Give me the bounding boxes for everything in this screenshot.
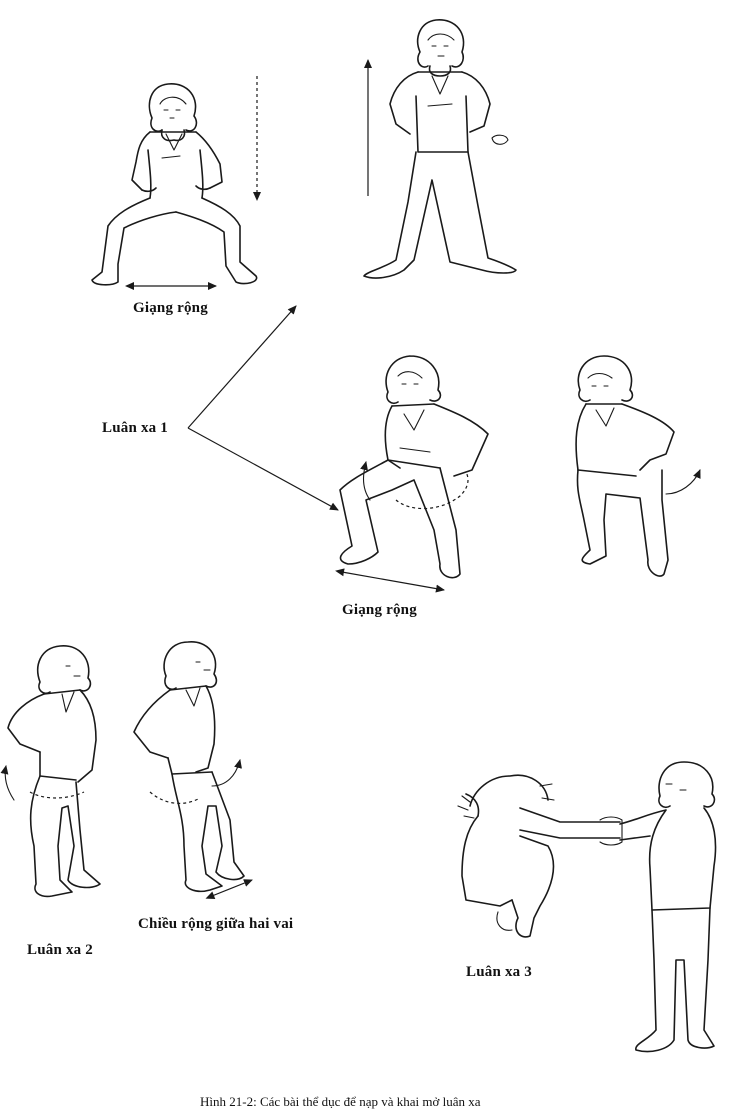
figure-side-squat-right (575, 355, 701, 577)
label-giang-rong-top: Giạng rộng (133, 300, 208, 316)
pointer-arrows (187, 305, 339, 511)
label-luan-xa-2: Luân xa 2 (27, 942, 93, 958)
figure-lean-left (0, 645, 101, 898)
label-luan-xa-1: Luân xa 1 (102, 420, 168, 436)
figure-wide-squat (91, 76, 261, 290)
figure-pair-exercise (457, 761, 717, 1053)
figure-lean-right (133, 641, 253, 899)
figure-standing (363, 19, 517, 279)
figure-caption: Hình 21-2: Các bài thể dục để nạp và kha… (200, 1094, 481, 1109)
figure-side-squat (335, 355, 489, 593)
label-chieu-rong: Chiều rộng giữa hai vai (138, 916, 294, 932)
label-giang-rong-middle: Giạng rộng (342, 602, 417, 618)
label-luan-xa-3: Luân xa 3 (466, 964, 532, 980)
